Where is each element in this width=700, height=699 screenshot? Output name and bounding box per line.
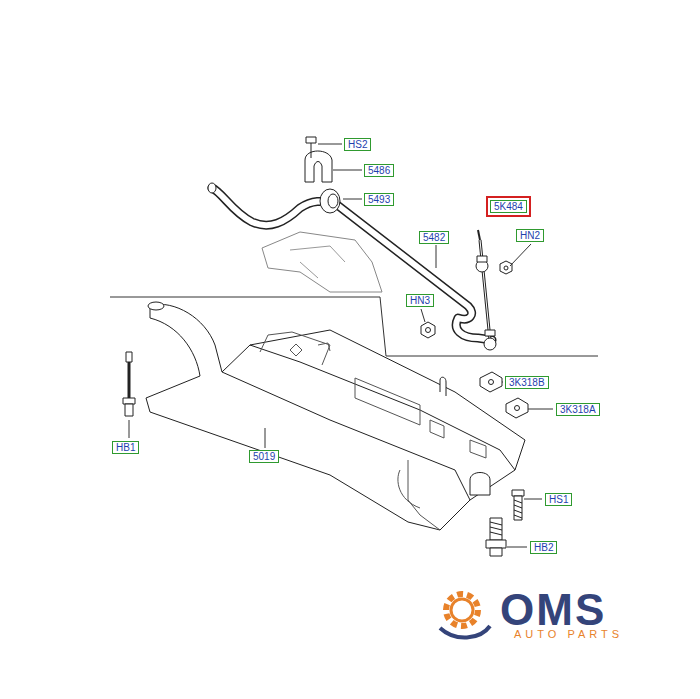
callout-number: HB2 <box>530 541 557 554</box>
callout-number: 5482 <box>419 231 449 244</box>
callout-number: 3K318B <box>505 376 549 389</box>
callout-number: HB1 <box>112 441 139 454</box>
callout-number: HN3 <box>406 294 434 307</box>
callout-number: HS1 <box>545 493 572 506</box>
highlight-frame: 5K484 <box>486 196 531 217</box>
callout-number: HN2 <box>516 229 544 242</box>
callout-number: 5493 <box>364 193 394 206</box>
callout-number: 3K318A <box>556 403 600 416</box>
callout-number: 5K484 <box>490 200 527 213</box>
callout-number: 5019 <box>249 450 279 463</box>
callout-number: HS2 <box>344 138 371 151</box>
logo-tagline: AUTO PARTS <box>514 628 623 640</box>
logo-text: OMS <box>500 588 606 632</box>
logo-gear <box>440 594 490 638</box>
callout-number: 5486 <box>364 164 394 177</box>
